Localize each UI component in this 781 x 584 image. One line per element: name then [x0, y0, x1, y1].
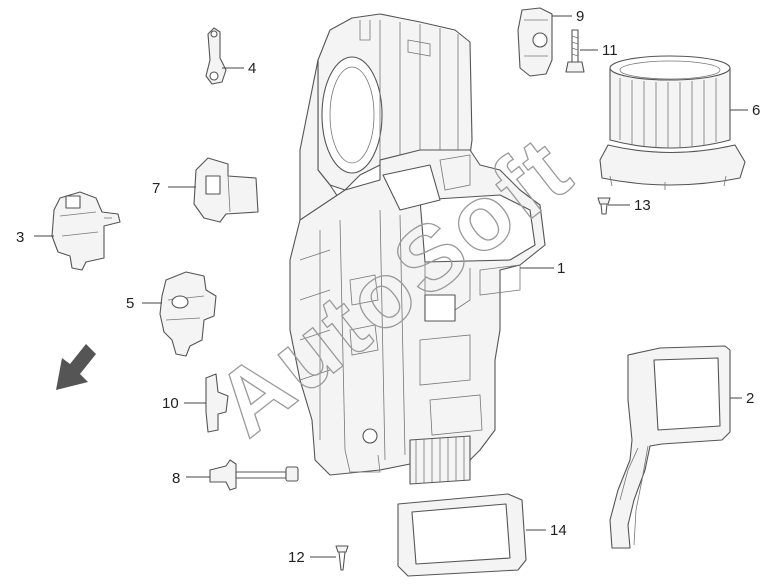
callout-6[interactable]: 6	[752, 102, 760, 119]
part-4-lever	[205, 27, 227, 85]
callout-13[interactable]: 13	[634, 197, 651, 214]
callout-leaders	[34, 15, 748, 558]
callout-labels: 1 2 3 4 5 6 7 8 9 10 11 12 13 14	[16, 8, 760, 566]
part-9-connector	[517, 7, 553, 77]
callout-9[interactable]: 9	[576, 8, 584, 25]
part-14-filter-seal	[397, 493, 527, 577]
callout-4[interactable]: 4	[248, 60, 256, 77]
callout-5[interactable]: 5	[126, 295, 134, 312]
callout-10[interactable]: 10	[162, 395, 179, 412]
part-6-blower-motor	[599, 55, 746, 190]
callout-11[interactable]: 11	[602, 42, 618, 59]
callout-2[interactable]: 2	[746, 390, 754, 407]
callout-1[interactable]: 1	[557, 260, 565, 277]
part-1-heater-housing	[289, 13, 546, 485]
callout-3[interactable]: 3	[16, 229, 24, 246]
part-13-screw	[597, 197, 611, 215]
part-7-resistor-module	[193, 157, 259, 223]
callout-7[interactable]: 7	[152, 180, 160, 197]
callout-12[interactable]: 12	[288, 549, 305, 566]
blower-fan-blades	[619, 78, 717, 148]
part-2-filter-duct	[609, 345, 731, 549]
part-8-temperature-sensor	[209, 459, 299, 491]
heater-core-fins	[409, 435, 471, 485]
part-10-clip	[205, 373, 229, 433]
part-5-actuator	[159, 271, 217, 357]
callout-8[interactable]: 8	[172, 470, 180, 487]
part-11-bolt	[565, 29, 585, 73]
front-direction-arrow-icon	[56, 344, 96, 390]
part-12-screw	[335, 545, 349, 571]
callout-14[interactable]: 14	[550, 522, 567, 539]
part-3-actuator	[51, 191, 121, 271]
